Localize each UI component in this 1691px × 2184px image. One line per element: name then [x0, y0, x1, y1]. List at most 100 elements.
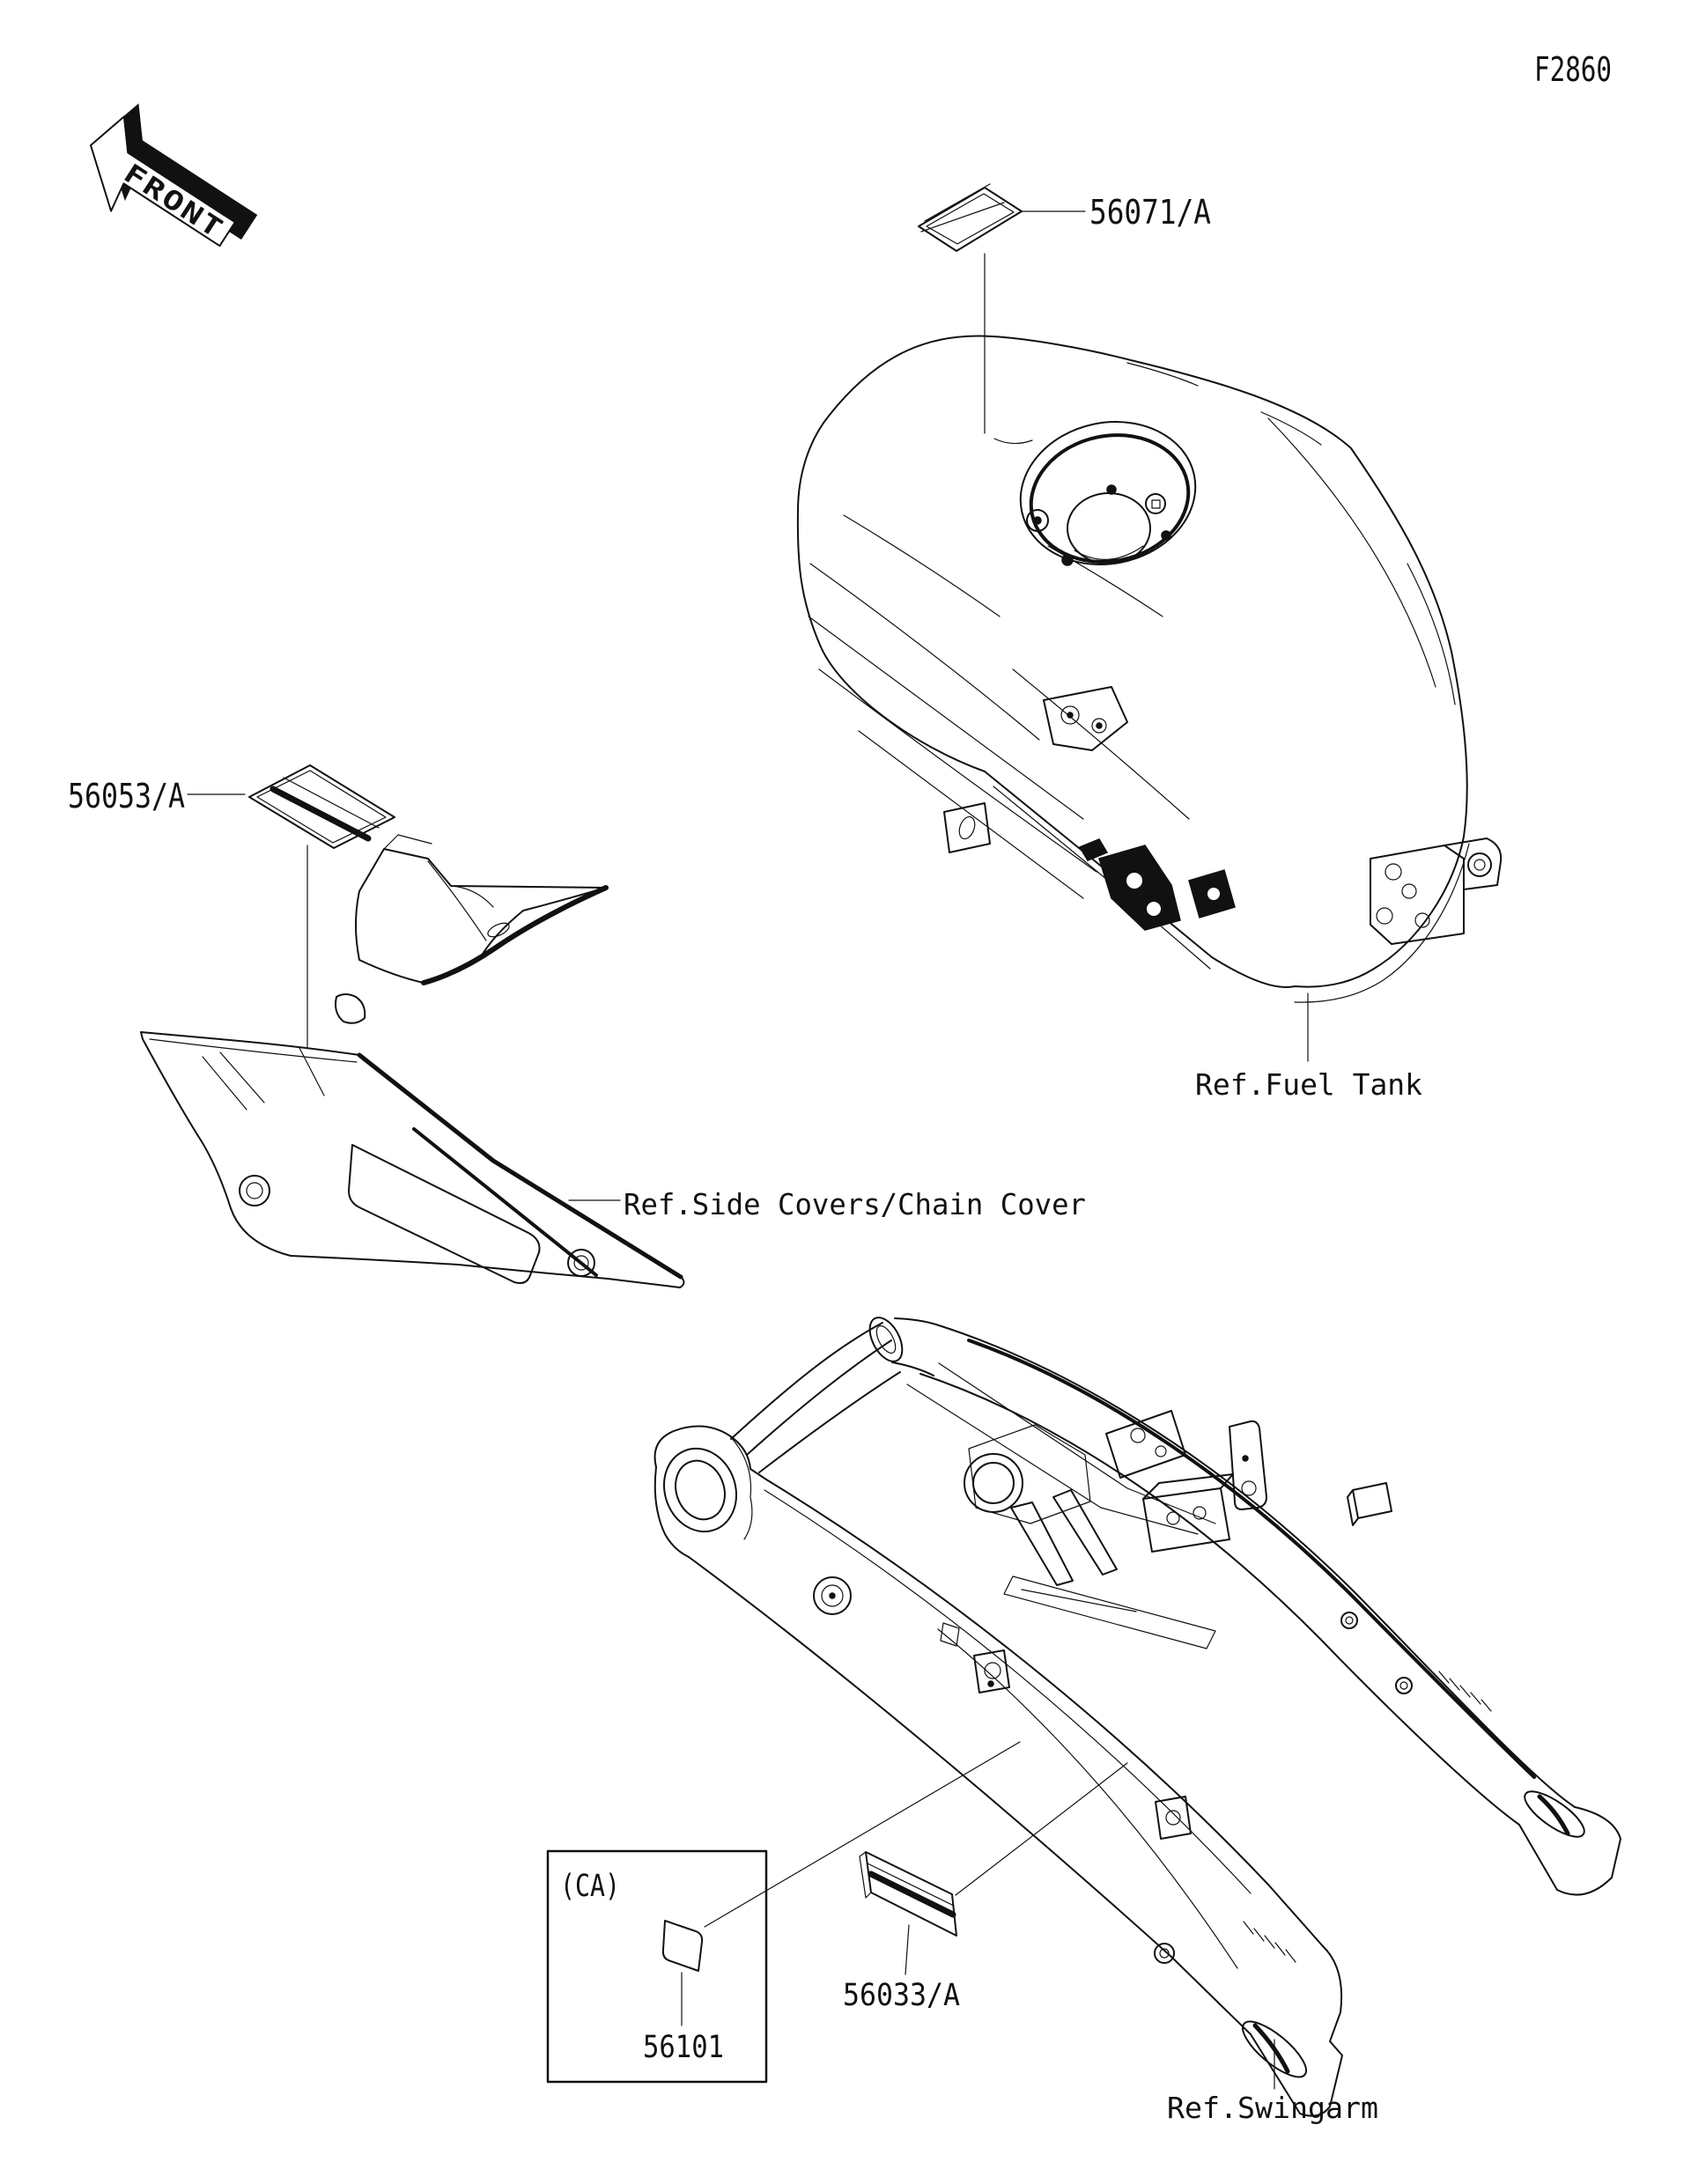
diagram-code: F2860 [1534, 50, 1612, 89]
cap-bolt-dot [1106, 484, 1117, 495]
arm-flag-hole [984, 1662, 1001, 1679]
part-number-56101[interactable]: 56101 [643, 2030, 724, 2065]
cap-bolt-detail [1151, 499, 1161, 509]
left-arm-tail [1250, 1945, 1343, 2117]
cap-bolt-dot [1161, 530, 1171, 541]
tail-hash-marks [1243, 1921, 1296, 1963]
decal-56053-stripe-thin [283, 777, 380, 829]
grommet [567, 1249, 595, 1277]
rail-hash-marks [1438, 1671, 1492, 1712]
left-arm-top-edge [765, 1479, 1324, 1947]
side-cover-creases [383, 834, 494, 941]
tank-outline [796, 335, 1468, 988]
grommet [239, 1175, 270, 1206]
arm-washer-inner [821, 1584, 844, 1607]
rail-bolt-inner [1399, 1681, 1408, 1690]
ref-swingarm: Ref.Swingarm [1167, 2091, 1378, 2125]
ca-box-frame [546, 1849, 768, 2084]
leader-56033 [955, 1762, 1128, 1896]
decal-56053-stripe [270, 786, 372, 842]
tank-crease-lines [993, 362, 1456, 705]
cross-tube-cap-inner [875, 1324, 897, 1354]
side-cover-slot [487, 922, 510, 938]
leader-ca-to-swingarm [704, 1741, 1021, 1928]
decal-56071-stripes [920, 183, 1005, 232]
grommet-inner [573, 1255, 589, 1271]
rail-bolt-inner [1345, 1616, 1354, 1625]
cap-bolt [1145, 493, 1166, 514]
decal-56053-inner [256, 770, 387, 844]
axle-slot-right-shadow [1537, 1794, 1570, 1836]
side-cover-hole [335, 993, 366, 1024]
part-number-56033[interactable]: 56033/A [843, 1978, 960, 2013]
side-cover-dark-edge [421, 885, 609, 985]
pivot-bore-outer [662, 1447, 738, 1533]
side-cover-decal-group: 56053/A [68, 764, 395, 1049]
arm-tab [940, 1622, 960, 1647]
right-rail-top-edge [938, 1324, 1576, 1808]
cap-bolt-dot [1033, 516, 1042, 525]
axle-slot [1242, 2020, 1307, 2078]
front-arrow-face [90, 115, 236, 247]
chain-cover-thick-edge [357, 1052, 683, 1280]
chain-cover-hatch [202, 1047, 325, 1110]
left-arm-bottom-edge [688, 1556, 1252, 2035]
fuel-tank-drawing [796, 335, 1503, 1003]
right-rail-bottom-edge [919, 1373, 1520, 1826]
ref-fuel-tank: Ref.Fuel Tank [1195, 1067, 1422, 1102]
arm-washer [813, 1576, 852, 1615]
arm-bolt-inner [1159, 1948, 1170, 1959]
side-cover-outline [355, 848, 607, 984]
swingarm-decal-group: 56033/A [843, 1762, 1128, 2013]
rail-bolt [1395, 1677, 1413, 1694]
grommet-inner [246, 1182, 263, 1199]
pivot-bore-inner [675, 1459, 726, 1521]
rail-bolt [1340, 1612, 1358, 1629]
swingarm-drawing [654, 1317, 1621, 2117]
left-arm-inner-line [764, 1489, 1252, 1894]
axle-slot-right [1524, 1790, 1585, 1838]
part-number-56053[interactable]: 56053/A [68, 777, 185, 815]
shock-mount-cluster [964, 1410, 1392, 1840]
part-number-56071[interactable]: 56071/A [1089, 193, 1211, 232]
arm-bolt [1154, 1943, 1175, 1964]
right-rail-tail [1518, 1806, 1621, 1896]
tank-decal-group: 56071/A [918, 183, 1211, 434]
cap-bolt-dot [1061, 554, 1074, 566]
tank-flange-right [1294, 843, 1470, 1003]
chain-cover-inner-edge [412, 1127, 598, 1277]
decal-56071 [918, 187, 1023, 252]
pivot-boss-face [728, 1435, 753, 1540]
decal-56033-inner [867, 1863, 955, 1907]
chain-cover-outline [140, 1031, 685, 1288]
tank-brackets [943, 686, 1503, 945]
leader-56033-drop [905, 1924, 910, 1975]
tank-flange-line [993, 786, 1211, 970]
arm-flag-bracket [973, 1649, 1010, 1693]
decal-56033-stripe [868, 1870, 956, 1918]
left-arm-panel-line [937, 1628, 1238, 1969]
cross-tube-cap [868, 1317, 904, 1362]
pivot-head-bottom [654, 1466, 690, 1558]
fuel-cap-inner-ring [1029, 433, 1191, 564]
ca-option-box: (CA) 56101 [546, 1741, 1021, 2084]
reference-labels: Ref.Fuel Tank Ref.Side Covers/Chain Cove… [568, 992, 1422, 2125]
ref-side-covers: Ref.Side Covers/Chain Cover [624, 1187, 1086, 1221]
chain-cover-cutout [348, 1144, 541, 1284]
ca-region-label: (CA) [560, 1869, 620, 1904]
side-cover-drawing [140, 834, 685, 1288]
front-arrow-icon: FRONT [90, 103, 258, 247]
arm-washer-dot [829, 1592, 836, 1599]
cross-tube-body [891, 1317, 940, 1376]
axle-slot-shadow [1252, 2023, 1290, 2074]
decal-56101 [661, 1920, 704, 1972]
tank-streak-lines [808, 514, 1190, 899]
decal-56071-inner [926, 193, 1015, 245]
arm-flag-dot [987, 1680, 994, 1687]
decal-56033 [865, 1851, 957, 1937]
fuel-cap-detail [1074, 545, 1144, 560]
decal-56033-endcap [859, 1851, 872, 1899]
cap-bolt [1026, 509, 1049, 532]
